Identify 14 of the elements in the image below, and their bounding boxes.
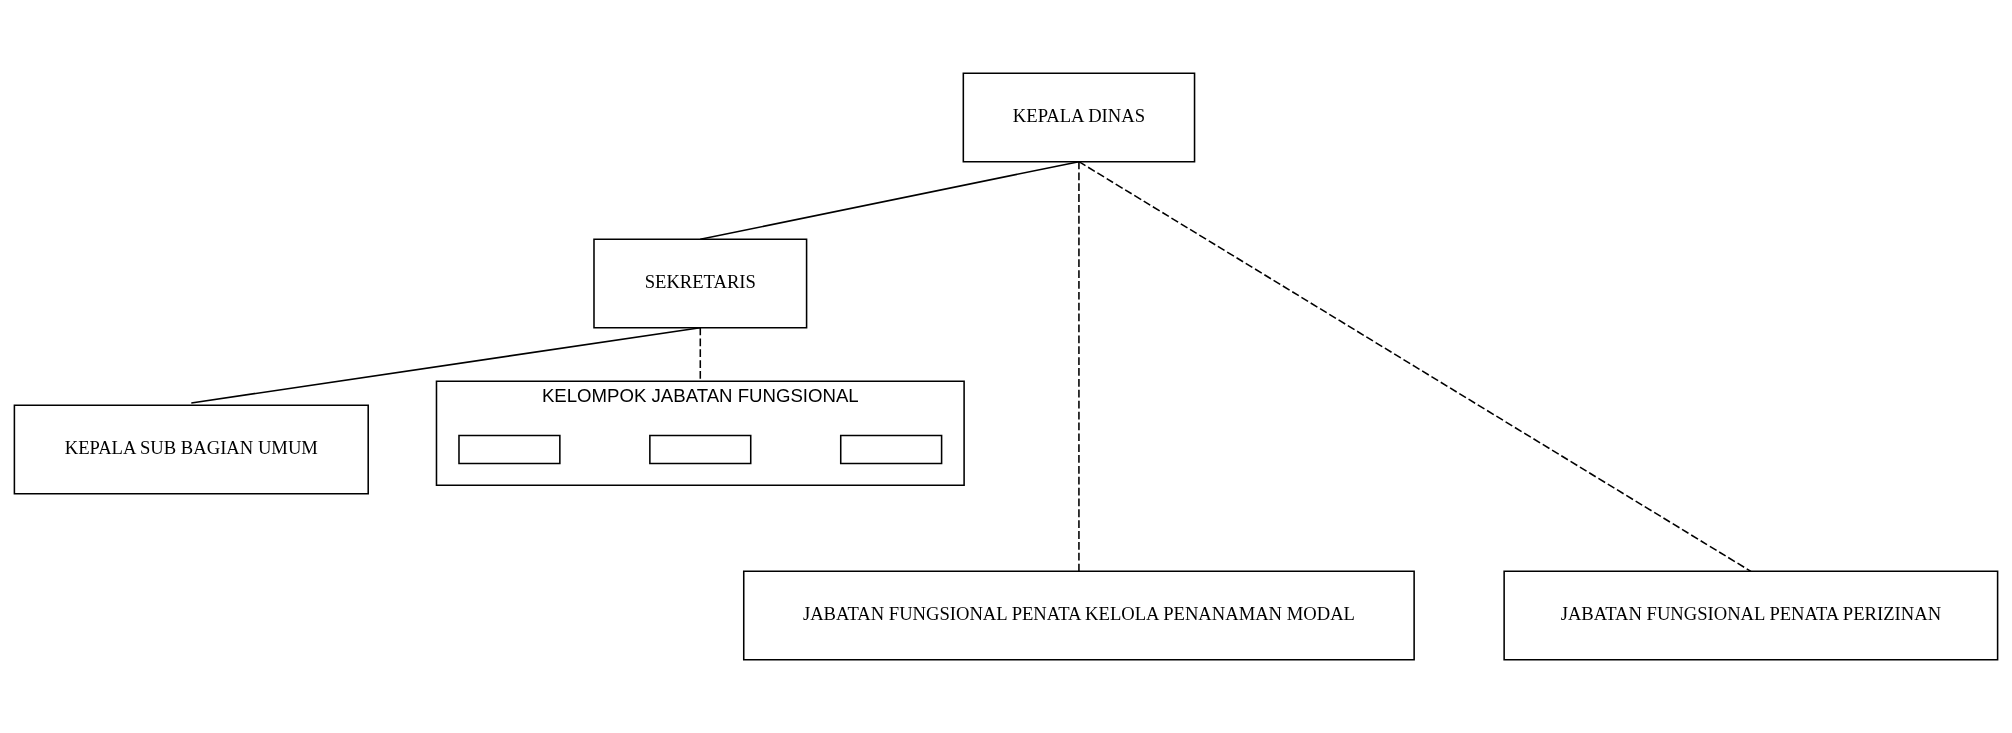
node-box: KEPALA DINAS: [962, 72, 1196, 163]
connector: [699, 326, 702, 382]
connector: [1078, 160, 1752, 573]
node-box: [649, 434, 752, 465]
node-box: [458, 434, 561, 465]
node-box: [839, 434, 943, 465]
connector: [1078, 160, 1080, 573]
node-box: SEKRETARIS: [593, 238, 808, 329]
connector: [190, 326, 702, 404]
node-box: JABATAN FUNGSIONAL PENATA KELOLA PENANAMAN MODAL: [742, 570, 1415, 661]
node-box: KEPALA SUB BAGIAN UMUM: [13, 404, 369, 495]
cluster: KELOMPOK JABATAN FUNGSIONAL: [435, 380, 965, 486]
node-box: JABATAN FUNGSIONAL PENATA PERIZINAN: [1503, 570, 1999, 661]
connector: [699, 160, 1080, 241]
